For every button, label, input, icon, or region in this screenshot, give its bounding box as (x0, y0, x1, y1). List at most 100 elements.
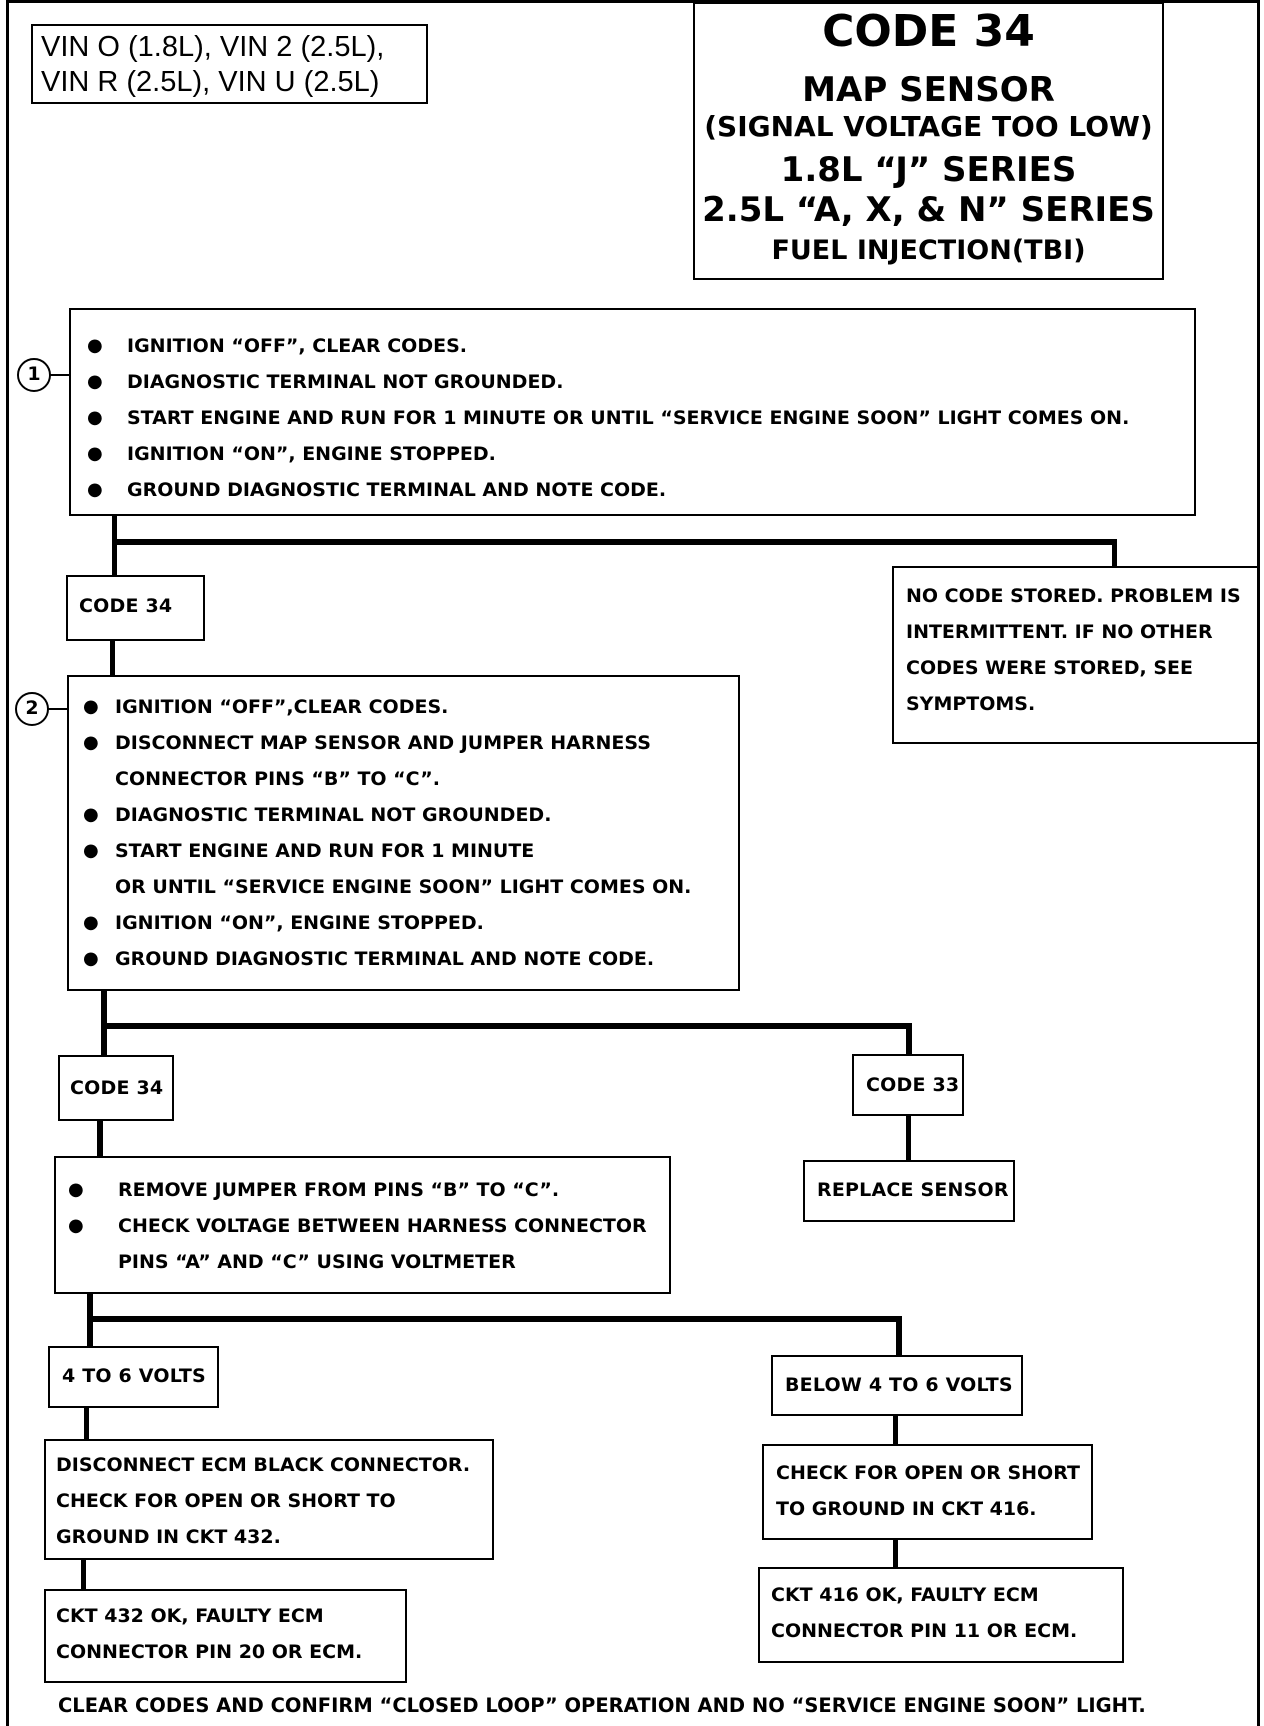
step-2-item: ●DISCONNECT MAP SENSOR AND JUMPER HARNES… (83, 732, 651, 754)
connector (87, 1316, 902, 1322)
step-1-marker: 1 (17, 358, 51, 392)
step-3-list: ●REMOVE JUMPER FROM PINS “B” TO “C”. ●CH… (68, 1172, 669, 1280)
vin-line-1: VIN O (1.8L), VIN 2 (2.5L), (41, 31, 385, 63)
title-system: FUEL INJECTION(TBI) (771, 235, 1086, 266)
connector (110, 641, 115, 677)
ckt-416-ok-line-1: CKT 416 OK, FAULTY ECM (771, 1584, 1039, 1606)
step-1-item-text: IGNITION “ON”, ENGINE STOPPED. (127, 443, 496, 465)
no-code-line-1: NO CODE STORED. PROBLEM IS (906, 585, 1241, 607)
no-code-line-3: CODES WERE STORED, SEE (906, 657, 1193, 679)
step-2-item-text: DISCONNECT MAP SENSOR AND JUMPER HARNESS (115, 732, 651, 754)
step-1-item-text: GROUND DIAGNOSTIC TERMINAL AND NOTE CODE… (127, 479, 667, 501)
no-code-line-4: SYMPTOMS. (906, 693, 1036, 715)
ckt-432-ok-box: CKT 432 OK, FAULTY ECM CONNECTOR PIN 20 … (44, 1589, 407, 1683)
result-code-34-a-label: CODE 34 (79, 595, 173, 617)
connector (101, 1023, 912, 1029)
step-2-item-text: START ENGINE AND RUN FOR 1 MINUTE (115, 840, 535, 862)
ecm-black-line-3: GROUND IN CKT 432. (56, 1526, 281, 1548)
title-code: CODE 34 (822, 6, 1035, 57)
title-box: CODE 34 MAP SENSOR (SIGNAL VOLTAGE TOO L… (693, 2, 1164, 280)
no-code-box: NO CODE STORED. PROBLEM IS INTERMITTENT.… (892, 566, 1259, 744)
no-code-line-2: INTERMITTENT. IF NO OTHER (906, 621, 1213, 643)
step-2-list: ●IGNITION “OFF”,CLEAR CODES. ●DISCONNECT… (83, 689, 738, 977)
step-1-item: ●IGNITION “ON”, ENGINE STOPPED. (87, 443, 496, 465)
volts-ok-label: 4 TO 6 VOLTS (62, 1365, 206, 1387)
step-2-item-continued: CONNECTOR PINS “B” TO “C”. (115, 761, 738, 797)
connector (112, 539, 1117, 545)
connector (81, 1560, 86, 1590)
step-1-item-text: IGNITION “OFF”, CLEAR CODES. (127, 335, 467, 357)
connector (906, 1116, 911, 1161)
page-frame-right (1257, 0, 1260, 1726)
step-1-box: ●IGNITION “OFF”, CLEAR CODES. ●DIAGNOSTI… (69, 308, 1196, 516)
step-1-item-text: DIAGNOSTIC TERMINAL NOT GROUNDED. (127, 371, 564, 393)
title-series-1: 1.8L “J” SERIES (780, 150, 1077, 190)
step-1-item-text: START ENGINE AND RUN FOR 1 MINUTE OR UNT… (127, 407, 1130, 429)
step-2-item-text: OR UNTIL “SERVICE ENGINE SOON” LIGHT COM… (115, 876, 692, 898)
step-2-item: ●DIAGNOSTIC TERMINAL NOT GROUNDED. (83, 804, 552, 826)
ecm-black-connector-box: DISCONNECT ECM BLACK CONNECTOR. CHECK FO… (44, 1439, 494, 1560)
vin-line-2: VIN R (2.5L), VIN U (2.5L) (41, 66, 380, 98)
volts-low-label: BELOW 4 TO 6 VOLTS (785, 1374, 1013, 1396)
step-1-item: ●IGNITION “OFF”, CLEAR CODES. (87, 335, 467, 357)
step-2-item-text: IGNITION “OFF”,CLEAR CODES. (115, 696, 449, 718)
step-2-item: ●GROUND DIAGNOSTIC TERMINAL AND NOTE COD… (83, 948, 655, 970)
connector (97, 1121, 103, 1158)
vin-box: VIN O (1.8L), VIN 2 (2.5L), VIN R (2.5L)… (31, 24, 428, 104)
step-2-item-text: IGNITION “ON”, ENGINE STOPPED. (115, 912, 484, 934)
volts-low-box: BELOW 4 TO 6 VOLTS (771, 1355, 1023, 1416)
step-3-item: ●CHECK VOLTAGE BETWEEN HARNESS CONNECTOR (68, 1215, 647, 1237)
replace-sensor-label: REPLACE SENSOR (817, 1179, 1009, 1201)
connector (84, 1408, 89, 1440)
step-3-item-continued: PINS “A” AND “C” USING VOLTMETER (118, 1244, 669, 1280)
ecm-black-line-2: CHECK FOR OPEN OR SHORT TO (56, 1490, 396, 1512)
ckt-416-check-box: CHECK FOR OPEN OR SHORT TO GROUND IN CKT… (762, 1444, 1093, 1540)
step-2-marker-connector (48, 708, 68, 710)
step-1-marker-connector (50, 374, 70, 376)
connector (896, 1316, 902, 1358)
title-series-2: 2.5L “A, X, & N” SERIES (702, 190, 1155, 230)
page-frame-top (6, 0, 1260, 3)
step-1-item: ●START ENGINE AND RUN FOR 1 MINUTE OR UN… (87, 407, 1130, 429)
step-2-item: ●START ENGINE AND RUN FOR 1 MINUTE (83, 840, 535, 862)
volts-ok-box: 4 TO 6 VOLTS (48, 1346, 219, 1408)
result-code-34-b-label: CODE 34 (70, 1077, 164, 1099)
replace-sensor-box: REPLACE SENSOR (803, 1160, 1015, 1222)
connector (893, 1416, 898, 1446)
page-frame-left (6, 0, 9, 1726)
result-code-33-label: CODE 33 (866, 1074, 960, 1096)
ecm-black-line-1: DISCONNECT ECM BLACK CONNECTOR. (56, 1454, 471, 1476)
ckt-432-ok-line-1: CKT 432 OK, FAULTY ECM (56, 1605, 324, 1627)
step-2-item: ●IGNITION “ON”, ENGINE STOPPED. (83, 912, 484, 934)
ckt-416-ok-line-2: CONNECTOR PIN 11 OR ECM. (771, 1620, 1078, 1642)
title-sensor: MAP SENSOR (802, 70, 1055, 110)
step-3-box: ●REMOVE JUMPER FROM PINS “B” TO “C”. ●CH… (54, 1156, 671, 1294)
step-2-item-text: DIAGNOSTIC TERMINAL NOT GROUNDED. (115, 804, 552, 826)
ckt-432-ok-line-2: CONNECTOR PIN 20 OR ECM. (56, 1641, 363, 1663)
step-1-list: ●IGNITION “OFF”, CLEAR CODES. ●DIAGNOSTI… (87, 328, 1194, 508)
footer-instruction: CLEAR CODES AND CONFIRM “CLOSED LOOP” OP… (58, 1694, 1146, 1717)
connector (112, 516, 117, 576)
step-2-item-text: GROUND DIAGNOSTIC TERMINAL AND NOTE CODE… (115, 948, 655, 970)
ckt-416-check-line-2: TO GROUND IN CKT 416. (776, 1498, 1037, 1520)
title-condition: (SIGNAL VOLTAGE TOO LOW) (704, 110, 1153, 143)
connector (906, 1023, 912, 1055)
ckt-416-check-line-1: CHECK FOR OPEN OR SHORT (776, 1462, 1080, 1484)
result-code-34-b: CODE 34 (58, 1055, 174, 1121)
step-3-item-text: CHECK VOLTAGE BETWEEN HARNESS CONNECTOR (118, 1215, 647, 1237)
result-code-34-a: CODE 34 (66, 575, 205, 641)
connector (893, 1540, 898, 1568)
step-2-box: ●IGNITION “OFF”,CLEAR CODES. ●DISCONNECT… (67, 675, 740, 991)
step-3-item: ●REMOVE JUMPER FROM PINS “B” TO “C”. (68, 1179, 560, 1201)
ckt-416-ok-box: CKT 416 OK, FAULTY ECM CONNECTOR PIN 11 … (758, 1567, 1124, 1663)
result-code-33: CODE 33 (852, 1054, 964, 1116)
step-3-item-text: PINS “A” AND “C” USING VOLTMETER (118, 1251, 516, 1273)
step-1-item: ●DIAGNOSTIC TERMINAL NOT GROUNDED. (87, 371, 564, 393)
step-3-item-text: REMOVE JUMPER FROM PINS “B” TO “C”. (118, 1179, 560, 1201)
step-2-item-text: CONNECTOR PINS “B” TO “C”. (115, 768, 441, 790)
step-1-item: ●GROUND DIAGNOSTIC TERMINAL AND NOTE COD… (87, 479, 667, 501)
connector (1112, 539, 1117, 569)
step-2-marker: 2 (15, 692, 49, 726)
step-2-item: ●IGNITION “OFF”,CLEAR CODES. (83, 696, 449, 718)
